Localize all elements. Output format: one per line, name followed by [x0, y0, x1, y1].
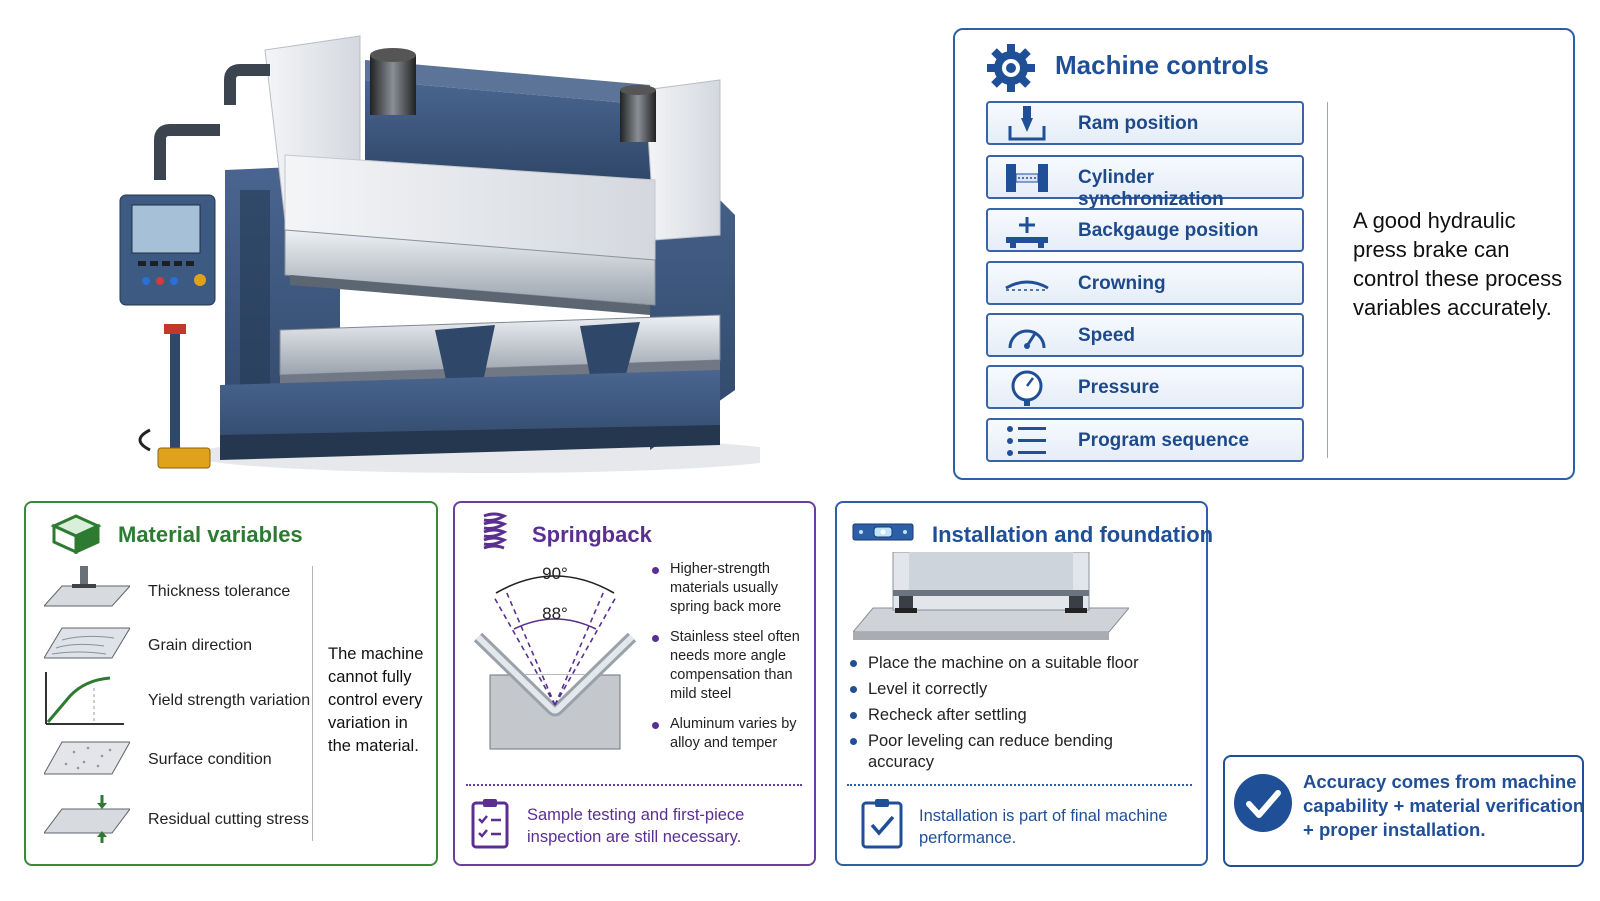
- accuracy-summary-card: [1223, 755, 1584, 867]
- grain-sheet-icon: [44, 627, 130, 659]
- material-item-label: Surface condition: [148, 751, 272, 768]
- cut-sheet-stress-icon: [44, 795, 130, 843]
- clipboard-check-icon: [861, 799, 903, 849]
- springback-bullets: Higher-strength materials usually spring…: [652, 560, 812, 764]
- material-divider: [312, 566, 313, 841]
- ram-position-icon: [1008, 106, 1046, 141]
- control-label: Crowning: [1078, 273, 1166, 294]
- installation-separator: [847, 784, 1192, 786]
- list-item: Level it correctly: [850, 679, 1180, 700]
- backgauge-icon: [1006, 217, 1048, 248]
- material-variables-title: Material variables: [118, 522, 303, 547]
- spirit-level-icon: [852, 523, 914, 541]
- list-item: Stainless steel often needs more angle c…: [652, 628, 812, 704]
- material-item-label: Thickness tolerance: [148, 583, 291, 600]
- control-label: Cylinder synchronization: [1078, 167, 1224, 210]
- spring-icon: [483, 512, 508, 550]
- material-item-label: Residual cutting stress: [148, 811, 309, 828]
- pressure-gauge-icon: [1011, 370, 1043, 406]
- springback-title: Springback: [532, 522, 652, 547]
- springback-footer: Sample testing and first-piece inspectio…: [527, 806, 745, 846]
- controls-note: A good hydraulic press brake can control…: [1353, 208, 1563, 320]
- control-speed: Speed: [986, 313, 1304, 357]
- installation-bullets: Place the machine on a suitable floor Le…: [850, 653, 1180, 778]
- list-item: Place the machine on a suitable floor: [850, 653, 1180, 674]
- control-ram-position: Ram position: [986, 101, 1304, 145]
- press-brake-illustration: [119, 35, 760, 473]
- installation-footer: Installation is part of final machine pe…: [919, 807, 1168, 847]
- control-cylinder-synchronization: Cylinder synchronization: [986, 155, 1304, 210]
- angle-target-label: 90°: [542, 564, 568, 583]
- stress-strain-curve-icon: [45, 672, 124, 725]
- machine-controls-title: Machine controls: [1055, 50, 1269, 80]
- control-label: Ram position: [1078, 113, 1199, 134]
- check-circle-icon: [1234, 774, 1292, 832]
- angle-sprung-label: 88°: [542, 604, 568, 623]
- springback-separator: [466, 784, 802, 786]
- control-backgauge-position: Backgauge position: [986, 208, 1304, 252]
- control-label: Program sequence: [1078, 430, 1250, 451]
- crowning-icon: [1005, 280, 1049, 291]
- material-note: The machine cannot fully control every v…: [328, 645, 424, 755]
- cube-icon: [50, 514, 102, 554]
- list-item: Aluminum varies by alloy and temper: [652, 715, 812, 753]
- speedometer-icon: [1008, 329, 1046, 349]
- control-label: Speed: [1078, 325, 1136, 346]
- material-item-label: Yield strength variation: [148, 692, 311, 709]
- gear-icon: [987, 44, 1035, 92]
- machine-on-foundation-illustration: [853, 552, 1129, 640]
- list-item: Recheck after settling: [850, 705, 1180, 726]
- material-item-label: Grain direction: [148, 637, 253, 654]
- list-item: Poor leveling can reduce bending accurac…: [850, 731, 1180, 773]
- control-label: Pressure: [1078, 377, 1160, 398]
- accuracy-summary-text: Accuracy comes from machine capability +…: [1303, 771, 1585, 840]
- cylinder-sync-icon: [1006, 164, 1048, 192]
- material-variables-card: [24, 501, 438, 866]
- control-label: Backgauge position: [1078, 220, 1259, 241]
- control-crowning: Crowning: [986, 261, 1304, 305]
- clipboard-checklist-icon: [471, 799, 509, 849]
- list-icon: [1007, 426, 1046, 456]
- installation-title: Installation and foundation: [932, 522, 1214, 547]
- controls-divider: [1327, 102, 1328, 458]
- springback-bend-diagram: 90° 88°: [474, 564, 637, 750]
- list-item: Higher-strength materials usually spring…: [652, 560, 812, 617]
- textured-sheet-icon: [44, 741, 130, 775]
- control-program-sequence: Program sequence: [986, 418, 1304, 462]
- control-pressure: Pressure: [986, 365, 1304, 409]
- thickness-gauge-icon: [44, 566, 130, 607]
